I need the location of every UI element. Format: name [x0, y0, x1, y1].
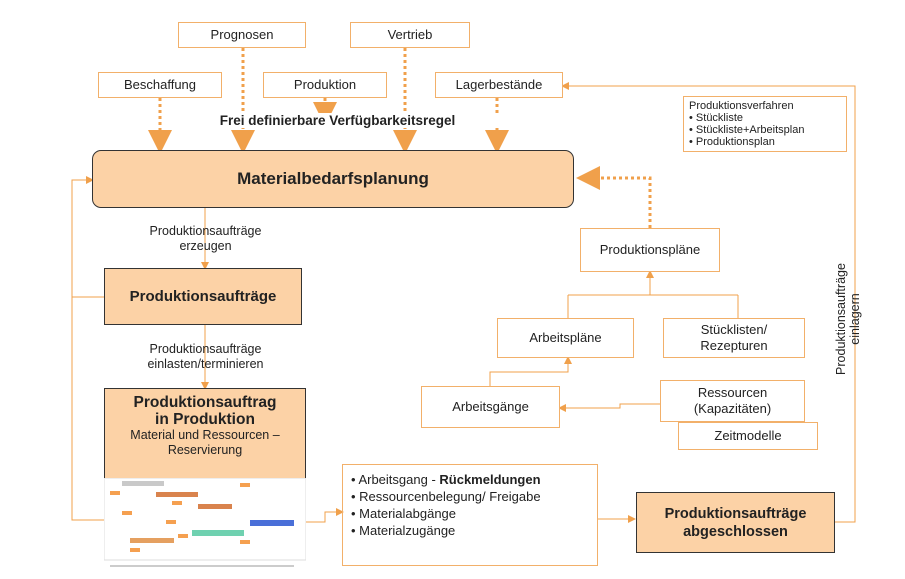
feedback-box: Arbeitsgang - Rückmeldungen Ressourcenbe…	[342, 464, 598, 566]
mrp-title: Materialbedarfsplanung	[237, 169, 429, 188]
in-production-box: Produktionsauftrag in Produktion Materia…	[104, 388, 306, 478]
schedule-label: Produktionsaufträge einlasten/terminiere…	[147, 342, 264, 371]
procedures-list: Stückliste Stückliste+Arbeitsplan Produk…	[689, 112, 841, 148]
input-prognosen: Prognosen	[178, 22, 306, 48]
gantt-chart-image	[104, 478, 306, 567]
procedures-item: Stückliste+Arbeitsplan	[689, 124, 841, 136]
resources-box: Ressourcen(Kapazitäten)	[660, 380, 805, 422]
loop-left	[71, 176, 104, 521]
loop-right	[561, 82, 856, 523]
procedures-box: Produktionsverfahren Stückliste Stücklis…	[683, 96, 847, 152]
arrow-ops-to-routings	[489, 356, 572, 386]
feedback-item: Arbeitsgang - Rückmeldungen	[351, 471, 589, 488]
feedback-item: Materialzugänge	[351, 522, 589, 539]
store-label: Produktionsaufträge einlagern	[834, 263, 862, 375]
in-production-title: Produktionsauftrag	[133, 394, 277, 411]
input-vertrieb: Vertrieb	[350, 22, 470, 48]
rule-label: Frei definierbare Verfügbarkeitsregel	[175, 113, 500, 128]
production-plans-box: Produktionspläne	[580, 228, 720, 272]
arrow-to-feedback	[306, 508, 344, 523]
orders-box: Produktionsaufträge	[104, 268, 302, 325]
input-produktion: Produktion	[263, 72, 387, 98]
operations-box: Arbeitsgänge	[421, 386, 560, 428]
create-orders-label: Produktionsaufträge erzeugen	[149, 224, 262, 253]
in-production-subtitle: Material und Ressourcen –	[130, 428, 280, 442]
feedback-list: Arbeitsgang - Rückmeldungen Ressourcenbe…	[351, 471, 589, 539]
procedures-item: Produktionsplan	[689, 136, 841, 148]
routings-box: Arbeitspläne	[497, 318, 634, 358]
input-beschaffung: Beschaffung	[98, 72, 222, 98]
bom-box: Stücklisten/Rezepturen	[663, 318, 805, 358]
procedures-title: Produktionsverfahren	[689, 100, 794, 112]
time-models-box: Zeitmodelle	[678, 422, 818, 450]
feedback-item: Materialabgänge	[351, 505, 589, 522]
procedures-item: Stückliste	[689, 112, 841, 124]
feedback-item: Ressourcenbelegung/ Freigabe	[351, 488, 589, 505]
mrp-box: Materialbedarfsplanung	[92, 150, 574, 208]
input-lagerbestaende: Lagerbestände	[435, 72, 563, 98]
arrow-resources-to-ops	[558, 403, 660, 412]
